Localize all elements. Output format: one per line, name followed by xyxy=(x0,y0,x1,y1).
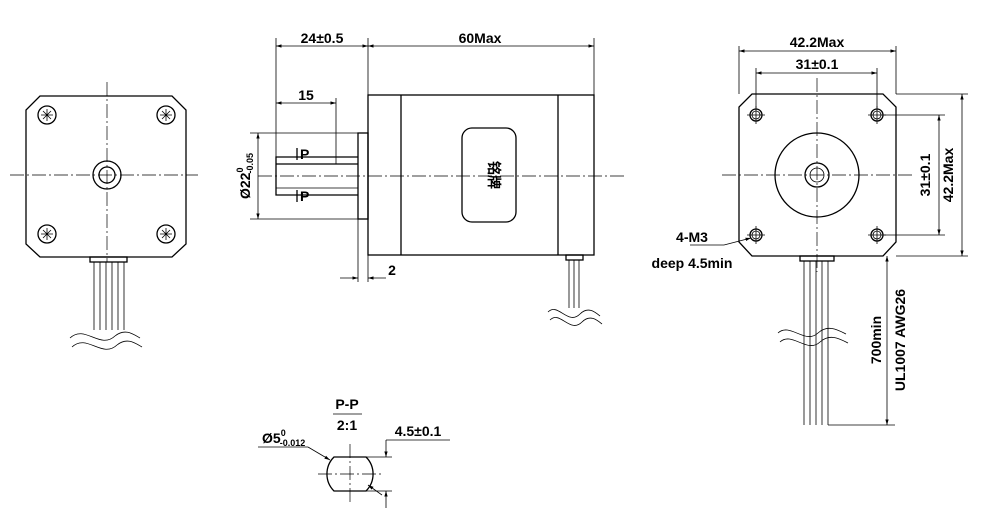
dim-shaft-length: 24±0.5 xyxy=(301,30,344,46)
dim-hole-spacing-h: 31±0.1 xyxy=(796,56,839,72)
rear-view xyxy=(10,82,198,350)
side-view: 铭牌 24±0.5 60Max 15 Ø220-0.05 P xyxy=(235,30,625,326)
screw-icon xyxy=(37,105,57,125)
mounting-hole-icon xyxy=(747,226,765,244)
section-scale: 2:1 xyxy=(337,417,357,433)
section-mark-top: P xyxy=(300,146,309,162)
dim-front-width: 42.2Max xyxy=(790,34,845,50)
screw-icon xyxy=(156,224,176,244)
hole-callout-line2: deep 4.5min xyxy=(652,255,733,271)
dim-body-length: 60Max xyxy=(459,30,502,46)
nameplate-label: 铭牌 xyxy=(486,161,502,189)
mounting-hole-icon xyxy=(868,106,886,124)
dim-boss-diameter-main: Ø22 xyxy=(237,172,253,199)
dim-front-height: 42.2Max xyxy=(940,148,956,203)
section-dim-diameter-main: Ø5 xyxy=(262,430,281,446)
section-dim-diameter-sup: 0 xyxy=(281,428,286,438)
dim-hole-spacing-v: 31±0.1 xyxy=(917,153,933,196)
section-mark-bottom: P xyxy=(300,188,309,204)
hole-callout-line1: 4-M3 xyxy=(676,229,708,245)
section-view: P-P 2:1 4.5±0.1 Ø50-0.012 xyxy=(258,396,450,508)
screw-icon xyxy=(156,105,176,125)
dim-boss-diameter: Ø220-0.05 xyxy=(235,153,255,199)
lead-spec: UL1007 AWG26 xyxy=(892,289,908,391)
dim-boss-height: 2 xyxy=(388,262,396,278)
mounting-hole-icon xyxy=(747,106,765,124)
screw-icon xyxy=(37,224,57,244)
lead-length: 700min xyxy=(868,316,884,364)
dim-boss-diameter-sub: -0.05 xyxy=(245,153,255,174)
mounting-hole-icon xyxy=(868,226,886,244)
section-dim-flat: 4.5±0.1 xyxy=(395,423,442,439)
dim-flat-length: 15 xyxy=(298,87,314,103)
section-title: P-P xyxy=(335,396,358,412)
section-dim-diameter: Ø50-0.012 xyxy=(262,428,305,448)
section-dim-diameter-sub: -0.012 xyxy=(280,438,306,448)
front-view: 42.2Max 31±0.1 31±0.1 42.2Max 4-M3 deep … xyxy=(652,34,968,426)
dim-boss-diameter-sup: 0 xyxy=(235,168,245,173)
